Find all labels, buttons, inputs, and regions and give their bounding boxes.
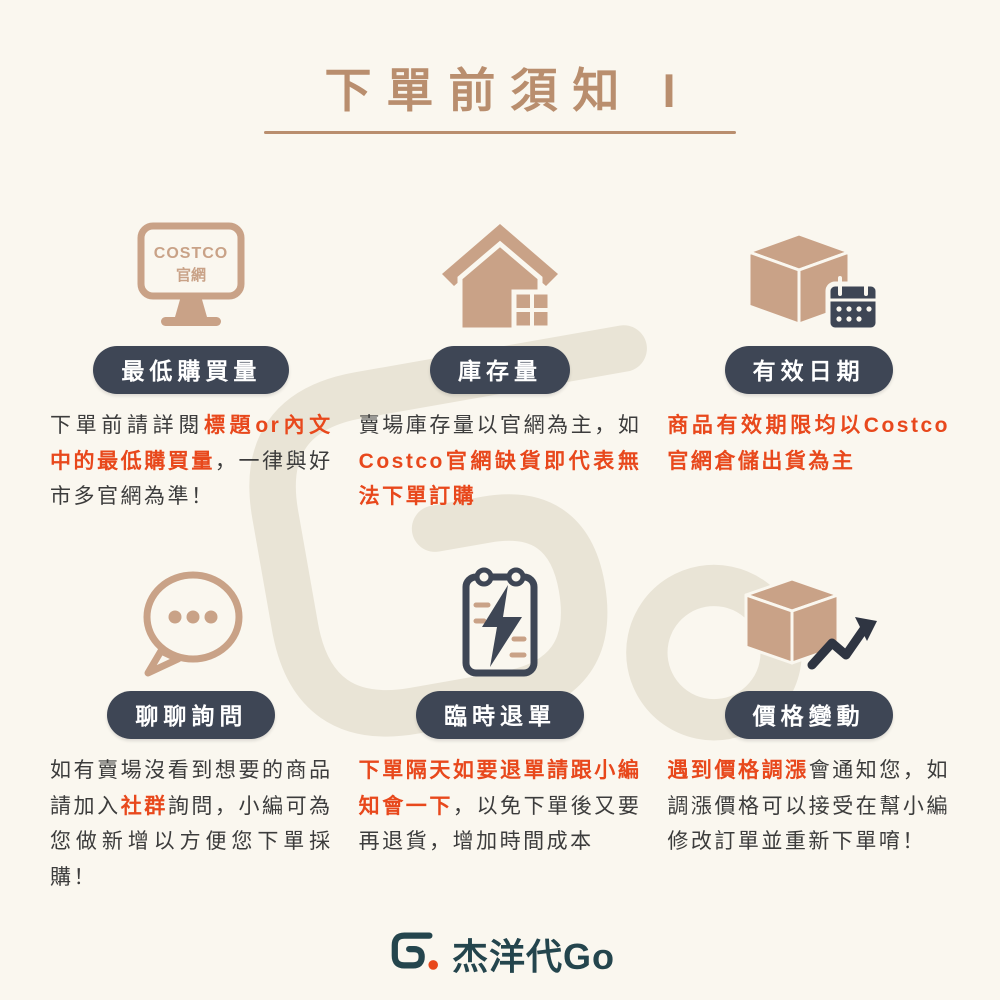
section-price-change: 價格變動 遇到價格調漲會通知您，如調漲價格可以接受在幫小編修改訂單並重新下單唷！ <box>667 543 950 896</box>
brand-logo-icon <box>385 927 443 980</box>
section-minimum-purchase: COSTCO 官網 最低購買量 下單前請詳閱標題or內文中的最低購買量，一律與好… <box>50 198 333 515</box>
section-expiry-date: 有效日期 商品有效期限均以Costco官網倉儲出貨為主 <box>667 198 950 515</box>
badge-stock: 庫存量 <box>429 346 570 394</box>
monitor-text-site: 官網 <box>176 266 206 284</box>
box-calendar-icon <box>734 198 884 336</box>
brand-name: 杰洋代Go <box>452 935 615 977</box>
badge-cancel-order: 臨時退單 <box>415 691 584 740</box>
badge-minimum-purchase: 最低購買量 <box>93 346 290 394</box>
clipboard-lightning-icon <box>430 543 570 681</box>
section-body: 遇到價格調漲會通知您，如調漲價格可以接受在幫小編修改訂單並重新下單唷！ <box>667 759 950 854</box>
page-title: 下單前須知 I <box>324 64 691 117</box>
box-trend-up-icon <box>734 543 884 681</box>
sections-grid: COSTCO 官網 最低購買量 下單前請詳閱標題or內文中的最低購買量，一律與好… <box>50 198 950 896</box>
house-package-icon <box>430 198 570 336</box>
monitor-text-costco: COSTCO <box>154 245 228 262</box>
section-chat-inquiry: 聊聊詢問 如有賣場沒看到想要的商品請加入社群詢問，小編可為您做新增以方便您下單採… <box>50 543 333 896</box>
badge-expiry-date: 有效日期 <box>724 346 893 394</box>
costco-monitor-icon: COSTCO 官網 <box>121 198 261 336</box>
badge-price-change: 價格變動 <box>724 691 893 740</box>
section-body: 下單隔天如要退單請跟小編知會一下，以免下單後又要再退貨，增加時間成本 <box>358 759 642 854</box>
badge-chat-inquiry: 聊聊詢問 <box>107 691 276 740</box>
section-body: 賣場庫存量以官網為主，如Costco官網缺貨即代表無法下單訂購 <box>358 414 642 509</box>
section-body: 如有賣場沒看到想要的商品請加入社群詢問，小編可為您做新增以方便您下單採購！ <box>50 759 333 890</box>
section-cancel-order: 臨時退單 下單隔天如要退單請跟小編知會一下，以免下單後又要再退貨，增加時間成本 <box>359 543 642 896</box>
title-underline <box>264 131 736 134</box>
section-body: 商品有效期限均以Costco官網倉儲出貨為主 <box>667 414 950 473</box>
section-stock: 庫存量 賣場庫存量以官網為主，如Costco官網缺貨即代表無法下單訂購 <box>359 198 642 515</box>
section-body: 下單前請詳閱標題or內文中的最低購買量，一律與好市多官網為準！ <box>50 414 333 509</box>
chat-bubble-icon <box>121 543 261 681</box>
footer-brand: 杰洋代Go <box>0 927 1000 980</box>
